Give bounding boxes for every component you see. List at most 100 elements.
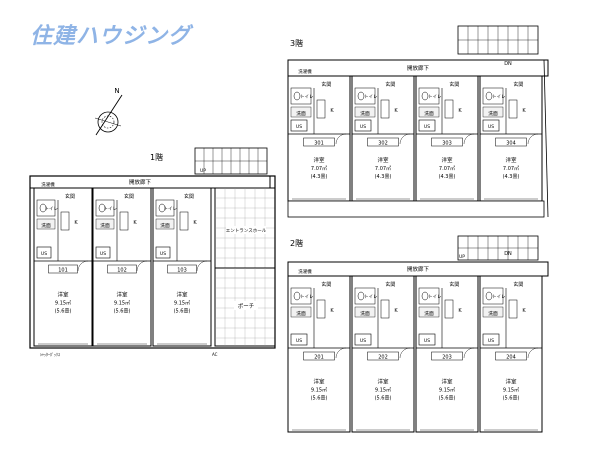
- unit-number: 204: [506, 355, 516, 361]
- room-tatami: (5.6畳): [439, 395, 456, 401]
- unit-number-box: [167, 264, 197, 274]
- compass-north-label: N: [114, 87, 119, 95]
- room-type-label: 洋室: [505, 156, 517, 164]
- entrance-label: 玄関: [449, 281, 459, 288]
- room-tatami: (5.6畳): [503, 395, 520, 401]
- washroom-box: [95, 218, 115, 230]
- room-type-label: 洋室: [313, 377, 325, 385]
- room-type-label: 洋室: [176, 291, 188, 299]
- floor-label: 3階: [290, 38, 303, 48]
- kitchen-counter: [380, 99, 390, 119]
- washroom-box: [36, 218, 56, 230]
- dn-label: DN: [504, 61, 512, 67]
- unit-number: 103: [177, 268, 187, 274]
- up-label: UP: [459, 254, 465, 260]
- washroom-label: 洗面: [100, 222, 110, 229]
- kitchen-counter: [179, 211, 189, 231]
- washroom-label: 洗面: [296, 310, 306, 317]
- washer-label: 洗濯機: [41, 181, 55, 188]
- room-tatami: (5.6畳): [375, 395, 392, 401]
- room-type-label: 洋室: [116, 291, 128, 299]
- toilet-label: トイレ: [364, 295, 378, 300]
- unit-bath-label: US: [424, 124, 430, 130]
- room-area: 9.15㎡: [174, 300, 190, 307]
- room-tatami: (4.3畳): [439, 174, 456, 180]
- unit-number: 202: [378, 355, 388, 361]
- washroom-box: [482, 306, 504, 318]
- room-type-label: 洋室: [505, 377, 517, 385]
- door-swing: [136, 260, 148, 272]
- kitchen-counter: [508, 299, 518, 319]
- kitchen-label: K: [193, 220, 197, 226]
- entrance-label: 玄関: [385, 281, 395, 288]
- washer-label: 洗濯機: [298, 268, 312, 275]
- toilet-icon: [421, 91, 429, 101]
- kitchen-label: K: [394, 108, 398, 114]
- toilet-label: トイレ: [492, 295, 506, 300]
- unit-number-box: [431, 351, 463, 361]
- unit-bath-label: US: [296, 124, 302, 130]
- unit-number: 301: [314, 141, 324, 147]
- kitchen-counter: [444, 299, 454, 319]
- washroom-box: [354, 306, 376, 318]
- room-area: 7.07㎡: [503, 165, 519, 172]
- unit-number: 304: [506, 141, 516, 147]
- room-area: 9.15㎡: [503, 386, 519, 393]
- floor-label: 1階: [150, 152, 163, 162]
- door-swing: [335, 347, 347, 359]
- compass-rose-icon: N: [94, 87, 123, 136]
- door-swing: [463, 347, 475, 359]
- toilet-label: トイレ: [428, 95, 442, 100]
- unit-bath-label: US: [296, 338, 302, 344]
- washroom-box: [290, 306, 312, 318]
- unit-bath-label: US: [488, 124, 494, 130]
- room-area: 9.15㎡: [439, 386, 455, 393]
- balcony: [287, 200, 545, 218]
- toilet-label: トイレ: [300, 295, 314, 300]
- room-type-label: 洋室: [313, 156, 325, 164]
- stair-1: [194, 147, 268, 175]
- room-area: 9.15㎡: [114, 300, 130, 307]
- kitchen-counter: [316, 99, 326, 119]
- door-swing: [335, 133, 347, 145]
- corridor-label: 開放廊下: [407, 265, 430, 273]
- unit-bath-box: [482, 333, 500, 346]
- kitchen-label: K: [394, 308, 398, 314]
- unit-bath-box: [354, 119, 372, 132]
- entrance-label: 玄関: [124, 193, 134, 200]
- up-label: UP: [200, 168, 206, 174]
- porch: ポーチ: [214, 267, 276, 347]
- washroom-label: 洗面: [488, 310, 498, 317]
- toilet-label: トイレ: [104, 207, 118, 212]
- unit-bath-box: [290, 119, 308, 132]
- unit-number-box: [107, 264, 137, 274]
- room-area: 9.15㎡: [311, 386, 327, 393]
- door-swing: [399, 133, 411, 145]
- kitchen-counter: [444, 99, 454, 119]
- room-area: 9.15㎡: [55, 300, 71, 307]
- kitchen-label: K: [74, 220, 78, 226]
- toilet-icon: [421, 291, 429, 301]
- toilet-icon: [98, 203, 106, 213]
- toilet-icon: [485, 291, 493, 301]
- stair-3: [457, 25, 539, 55]
- entrance-label: 玄関: [184, 193, 194, 200]
- unit-number: 303: [442, 141, 452, 147]
- kitchen-counter: [380, 299, 390, 319]
- washroom-label: 洗面: [424, 110, 434, 117]
- unit-bath-box: [354, 333, 372, 346]
- entrance-label: 玄関: [65, 193, 75, 200]
- entrance-label: 玄関: [385, 81, 395, 88]
- toilet-label: トイレ: [300, 95, 314, 100]
- floor-boundary: [29, 175, 276, 349]
- room-type-label: 洋室: [441, 156, 453, 164]
- door-swing: [463, 133, 475, 145]
- outer-wall: [543, 59, 549, 218]
- toilet-label: トイレ: [364, 95, 378, 100]
